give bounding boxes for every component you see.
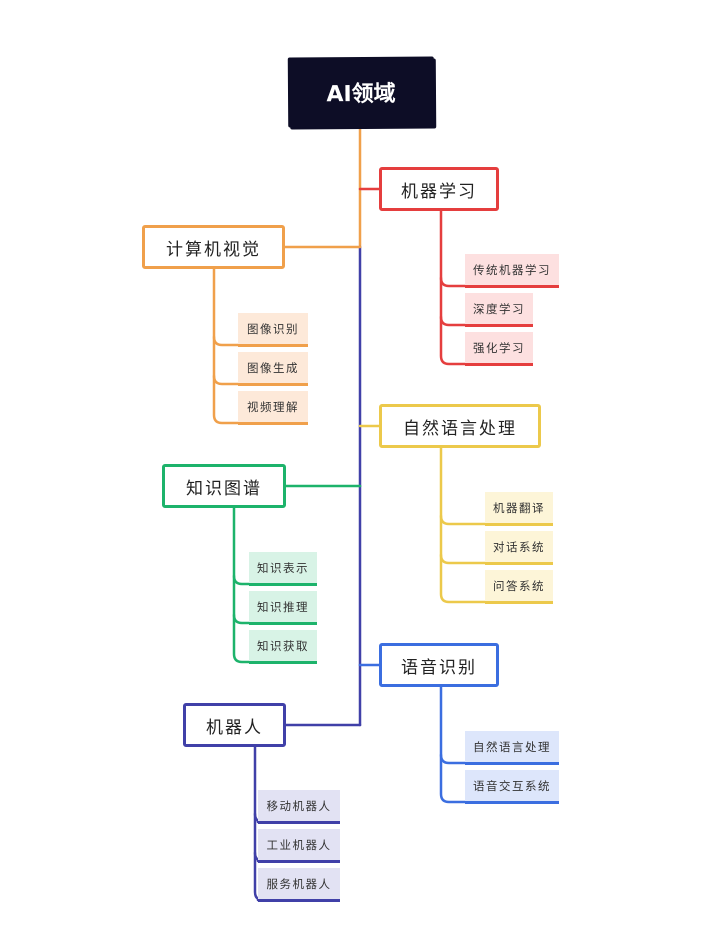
leaf-knowledge-representation[interactable]: 知识表示 [249,552,317,586]
leaf-label: 图像生成 [247,360,299,375]
leaf-label: 移动机器人 [266,798,332,813]
leaf-video-understanding[interactable]: 视频理解 [238,391,308,425]
leaf-traditional-ml[interactable]: 传统机器学习 [465,254,559,288]
leaf-deep-learning[interactable]: 深度学习 [465,293,533,327]
leaf-connector [212,374,240,425]
leaf-label: 深度学习 [473,301,525,316]
leaf-reinforcement-learning[interactable]: 强化学习 [465,332,533,366]
leaf-image-generation[interactable]: 图像生成 [238,352,308,386]
leaf-connector [439,446,487,526]
leaf-natural-language-processing[interactable]: 自然语言处理 [465,731,559,765]
leaf-voice-interaction-system[interactable]: 语音交互系统 [465,770,559,804]
leaf-label: 知识获取 [257,638,309,653]
branch-label: 机器学习 [401,181,477,202]
leaf-label: 对话系统 [493,539,545,554]
leaf-connector [439,753,467,804]
branch-natural-language-processing[interactable]: 自然语言处理 [379,404,541,448]
leaf-connector [439,209,467,288]
leaf-image-recognition[interactable]: 图像识别 [238,313,308,347]
branch-robotics[interactable]: 机器人 [183,703,286,747]
leaf-industrial-robot[interactable]: 工业机器人 [258,829,340,863]
leaf-connector [439,315,467,366]
branch-label: 计算机视觉 [166,239,261,260]
leaf-connector [232,506,251,586]
branch-machine-learning[interactable]: 机器学习 [379,167,499,211]
leaf-machine-translation[interactable]: 机器翻译 [485,492,553,526]
branch-speech-recognition[interactable]: 语音识别 [379,643,499,687]
leaf-label: 机器翻译 [493,500,545,515]
leaf-label: 语音交互系统 [473,778,551,793]
branch-connectors [283,187,381,727]
leaf-label: 服务机器人 [266,876,332,891]
leaf-label: 工业机器人 [266,837,332,852]
branch-label: 机器人 [206,717,263,738]
leaf-knowledge-reasoning[interactable]: 知识推理 [249,591,317,625]
leaf-mobile-robot[interactable]: 移动机器人 [258,790,340,824]
leaf-label: 强化学习 [473,340,525,355]
leaf-connector [232,613,251,664]
branch-computer-vision[interactable]: 计算机视觉 [142,225,285,269]
root-label: AI领域 [326,81,396,108]
branch-label: 知识图谱 [186,478,262,499]
leaf-qa-system[interactable]: 问答系统 [485,570,553,604]
branch-label: 语音识别 [401,657,477,678]
leaf-label: 知识推理 [257,599,309,614]
leaf-connector [439,685,467,765]
leaf-knowledge-acquisition[interactable]: 知识获取 [249,630,317,664]
leaf-connector [212,267,240,347]
leaf-service-robot[interactable]: 服务机器人 [258,868,340,902]
branch-knowledge-graph[interactable]: 知识图谱 [162,464,286,508]
leaf-label: 视频理解 [247,399,299,414]
leaf-label: 传统机器学习 [473,262,551,277]
leaf-label: 知识表示 [257,560,309,575]
leaf-label: 自然语言处理 [473,739,551,754]
leaf-label: 问答系统 [493,578,545,593]
branch-label: 自然语言处理 [403,418,517,439]
leaf-connector [439,553,487,604]
leaf-dialogue-system[interactable]: 对话系统 [485,531,553,565]
leaf-label: 图像识别 [247,321,299,336]
root-node[interactable]: AI领域 [287,56,435,128]
